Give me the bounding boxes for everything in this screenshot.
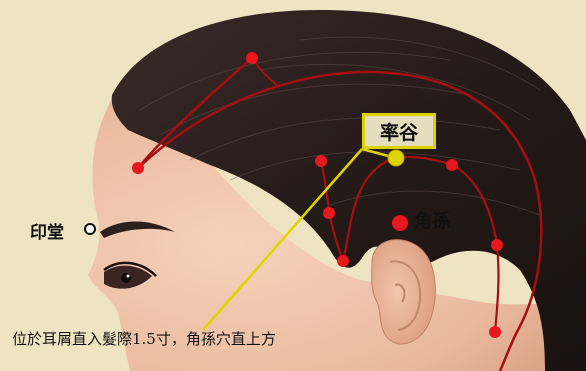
- acupoint-top: [246, 52, 258, 64]
- acupoint-back-upper: [446, 159, 458, 171]
- yintang-marker: [85, 224, 95, 234]
- acupoint-shuaigu: [388, 150, 404, 166]
- acupoint-temple-lower: [337, 255, 349, 267]
- acupoint-forehead: [132, 162, 144, 174]
- yintang-label: 印堂: [30, 218, 64, 243]
- acupoint-back-mid: [491, 239, 503, 251]
- acupoint-back-lower: [489, 326, 501, 338]
- eye-glint: [127, 275, 130, 278]
- location-caption: 位於耳屑直入髮際1.5寸，角孫穴直上方: [12, 328, 276, 349]
- acupoint-temple-upper: [315, 155, 327, 167]
- shuaigu-highlight-box: 率谷: [362, 113, 436, 149]
- jiaosun-label: 角孫: [414, 207, 450, 233]
- acupoint-jiaosun: [392, 215, 408, 231]
- acupoint-temple-mid: [323, 207, 335, 219]
- shuaigu-label: 率谷: [380, 118, 418, 145]
- pupil: [121, 273, 131, 283]
